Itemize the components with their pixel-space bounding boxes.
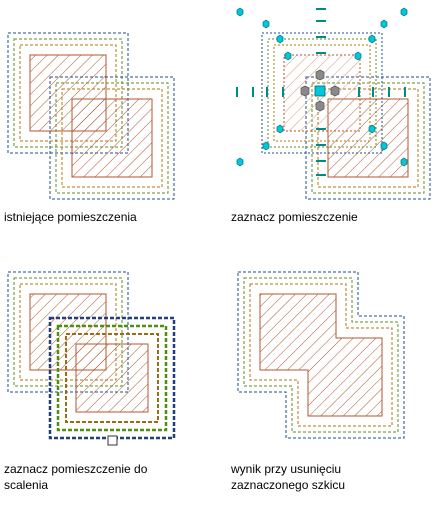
grip-edge[interactable] — [282, 87, 284, 97]
room-a-middle-boundary — [13, 277, 123, 387]
room-a — [7, 271, 129, 393]
room-a-inner-boundary — [273, 44, 371, 142]
merged-floor-area — [259, 293, 383, 417]
room-b-inner-boundary — [317, 88, 419, 188]
merged-inner-boundary — [249, 283, 393, 427]
grip-hexagon[interactable] — [380, 19, 388, 29]
room-grips[interactable] — [236, 7, 408, 176]
panel-result: wynik przy usunięciu zaznaczonego szkicu — [216, 260, 432, 517]
caption-result: wynik przy usunięciu zaznaczonego szkicu — [231, 461, 345, 493]
grip-edge[interactable] — [316, 174, 326, 176]
grip-hexagon[interactable] — [354, 51, 362, 61]
merged-outer-boundary — [237, 271, 405, 439]
room-a-outer-boundary — [261, 32, 383, 154]
caption-line: zaznaczonego szkicu — [231, 478, 346, 492]
grip-hexagon[interactable] — [262, 19, 270, 29]
room-a-inner-boundary — [19, 44, 117, 142]
room-b-outer-boundary — [49, 76, 175, 200]
grip-edge[interactable] — [388, 87, 390, 97]
grip-hexagon[interactable] — [368, 34, 376, 44]
grip-hexagon[interactable] — [400, 157, 408, 167]
caption-line: zaznacz pomieszczenie — [231, 210, 358, 224]
grip-edge[interactable] — [316, 20, 326, 22]
room-b — [49, 76, 175, 200]
room-b-inner-boundary — [61, 88, 163, 188]
room-b-floor-area — [71, 98, 153, 178]
room-b-middle-boundary — [55, 82, 169, 194]
grip-center-square[interactable] — [314, 85, 326, 97]
grip-hexagon[interactable] — [284, 51, 292, 61]
room-b-merge-selected[interactable] — [48, 316, 176, 440]
grip-edge[interactable] — [316, 128, 326, 130]
grip-center-hexagon[interactable] — [300, 85, 310, 97]
room-a-inner-boundary — [19, 283, 117, 381]
grip-edge[interactable] — [266, 87, 268, 97]
room-a-outer-boundary — [7, 271, 129, 393]
merge-result-diagram — [237, 271, 405, 439]
room-a-middle-boundary — [13, 38, 123, 148]
grip-edge[interactable] — [404, 87, 406, 97]
caption-line: istniejące pomieszczenia — [4, 210, 137, 224]
grip-center-hexagon[interactable] — [315, 69, 325, 81]
grip-hexagon[interactable] — [236, 157, 244, 167]
room-a-floor-area — [29, 293, 107, 371]
grip-edge[interactable] — [358, 87, 360, 97]
grip-edge[interactable] — [316, 36, 326, 38]
room-b-middle-boundary — [311, 82, 425, 194]
caption-line: scalenia — [4, 478, 49, 492]
caption-line: wynik przy usunięciu — [231, 462, 342, 476]
grip-edge[interactable] — [252, 87, 254, 97]
grip-hexagon[interactable] — [276, 34, 284, 44]
grip-edge[interactable] — [316, 160, 326, 162]
grip-center-hexagon[interactable] — [315, 100, 325, 112]
panel-select-merge: zaznacz pomieszczenie do scalenia — [0, 260, 216, 517]
panel-existing-rooms: istniejące pomieszczenia — [0, 0, 216, 260]
selection-pickbox[interactable] — [107, 435, 118, 446]
room-b-middle-boundary — [56, 324, 168, 432]
room-b-outer-boundary — [305, 76, 431, 200]
grip-center-hexagon[interactable] — [330, 85, 340, 97]
caption-select-room: zaznacz pomieszczenie — [231, 209, 358, 225]
grip-hexagon[interactable] — [400, 7, 408, 17]
grip-edge[interactable] — [316, 144, 326, 146]
caption-line: zaznacz pomieszczenie do — [4, 462, 148, 476]
grip-hexagon[interactable] — [262, 141, 270, 151]
existing-rooms-diagram — [7, 32, 175, 200]
room-a-outer-boundary — [7, 32, 129, 154]
grip-edge[interactable] — [236, 87, 238, 97]
room-b-floor-area — [75, 343, 149, 413]
panel-select-room: zaznacz pomieszczenie — [216, 0, 432, 260]
grip-hexagon[interactable] — [368, 124, 376, 134]
caption-select-merge: zaznacz pomieszczenie do scalenia — [4, 461, 147, 493]
merged-middle-boundary — [243, 277, 399, 433]
grip-hexagon[interactable] — [236, 7, 244, 17]
select-merge-diagram — [7, 271, 176, 446]
grip-edge[interactable] — [316, 8, 326, 10]
grip-hexagon[interactable] — [276, 124, 284, 134]
grip-edge[interactable] — [372, 87, 374, 97]
grip-edge[interactable] — [316, 52, 326, 54]
select-room-diagram — [236, 7, 431, 200]
room-b-inner-boundary — [65, 333, 159, 423]
caption-existing-rooms: istniejące pomieszczenia — [4, 209, 137, 225]
grip-hexagon[interactable] — [380, 141, 388, 151]
